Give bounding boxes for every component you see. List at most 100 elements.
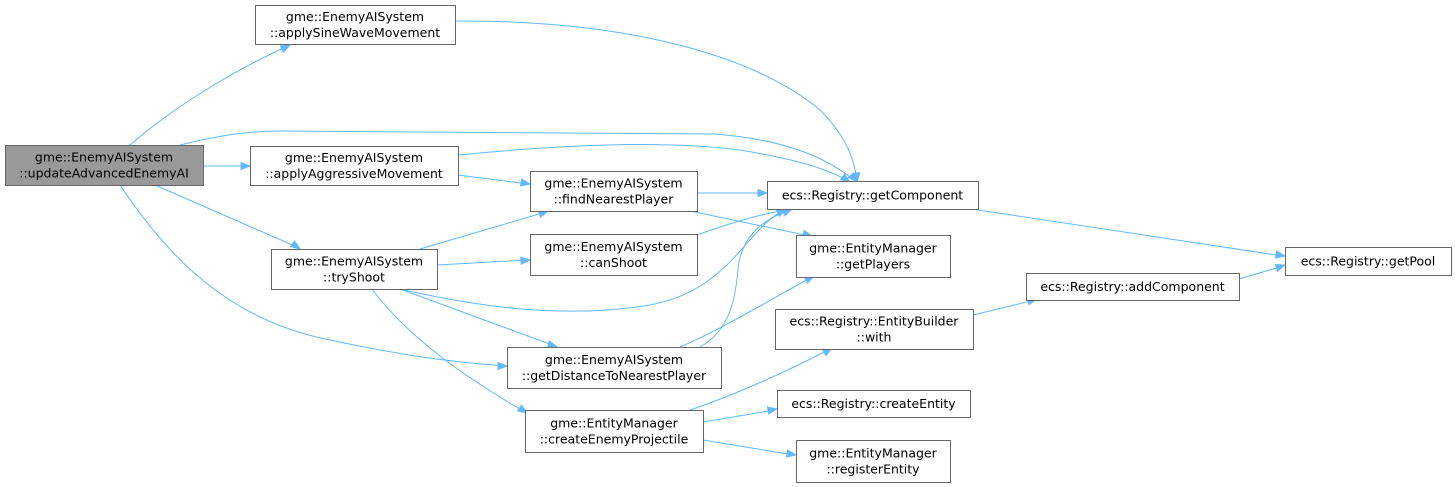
- edge-line: [154, 184, 298, 248]
- edge-tryShoot-to-findNearestPlayer: [419, 209, 550, 250]
- node-label-line: ::registerEntity: [826, 462, 920, 477]
- node-label-line: gme::EnemyAISystem: [544, 176, 682, 191]
- edge-canShoot-to-getComponent: [696, 207, 790, 236]
- node-tryShoot[interactable]: gme::EnemyAISystem::tryShoot: [271, 249, 438, 290]
- node-box: [1285, 247, 1452, 276]
- edge-line: [436, 259, 529, 266]
- node-label-line: ecs::Registry::createEntity: [791, 396, 956, 411]
- arrow-head-icon: [289, 240, 302, 250]
- edge-line: [689, 348, 831, 411]
- node-box: [775, 309, 974, 350]
- edge-applyAggressiveMovement-to-getComponent: [457, 144, 852, 183]
- edge-updateAdvancedEnemyAI-to-getDistanceToNearestPlayer: [119, 184, 509, 371]
- edge-createEnemyProjectile-to-registerEntity: [702, 439, 798, 458]
- node-createEnemyProjectile[interactable]: gme::EntityManager::createEnemyProjectil…: [525, 410, 704, 453]
- edge-line: [696, 209, 787, 236]
- node-label-line: gme::EnemyAISystem: [285, 254, 423, 269]
- edge-updateAdvancedEnemyAI-to-tryShoot: [154, 184, 302, 250]
- edge-line: [419, 211, 547, 250]
- node-box: [525, 410, 704, 453]
- edge-line: [399, 288, 556, 347]
- edge-line: [371, 288, 526, 413]
- arrow-head-icon: [519, 178, 532, 187]
- node-box: [250, 146, 459, 186]
- edge-createEnemyProjectile-to-createEntity: [702, 406, 779, 423]
- node-label-line: gme::EntityManager: [809, 241, 937, 256]
- node-box: [796, 235, 951, 278]
- arrow-head-icon: [781, 208, 794, 217]
- arrow-head-icon: [766, 406, 779, 415]
- node-box: [255, 5, 456, 45]
- edge-addComponent-to-getPool: [1238, 263, 1287, 280]
- arrow-head-icon: [279, 44, 292, 54]
- node-label-line: ::updateAdvancedEnemyAI: [19, 166, 189, 181]
- edge-line: [679, 276, 813, 348]
- node-label-line: ecs::Registry::getComponent: [782, 188, 963, 203]
- edge-line: [699, 209, 791, 348]
- edge-findNearestPlayer-to-getComponent: [697, 188, 769, 198]
- node-label-line: gme::EntityManager: [550, 416, 678, 431]
- node-box: [530, 171, 698, 212]
- edge-line: [702, 409, 776, 423]
- node-applyAggressiveMovement[interactable]: gme::EnemyAISystem::applyAggressiveMovem…: [250, 146, 459, 186]
- node-label-line: ::findNearestPlayer: [554, 192, 675, 207]
- arrow-head-icon: [852, 172, 861, 184]
- edge-line: [972, 299, 1036, 316]
- arrow-head-icon: [785, 449, 798, 458]
- arrow-head-icon: [497, 361, 509, 371]
- node-canShoot[interactable]: gme::EnemyAISystem::canShoot: [530, 234, 698, 276]
- node-getPool[interactable]: ecs::Registry::getPool: [1285, 247, 1452, 276]
- edge-line: [702, 439, 795, 456]
- node-registerEntity[interactable]: gme::EntityManager::registerEntity: [796, 440, 951, 483]
- edges: [119, 20, 1287, 458]
- edge-line: [454, 20, 858, 182]
- arrow-head-icon: [1274, 263, 1287, 273]
- node-label-line: gme::EnemyAISystem: [545, 352, 683, 367]
- node-label-line: gme::EntityManager: [809, 446, 937, 461]
- node-box: [5, 145, 204, 186]
- node-label-line: gme::EnemyAISystem: [544, 239, 682, 254]
- node-getPlayers[interactable]: gme::EntityManager::getPlayers: [796, 235, 951, 278]
- edge-line: [129, 44, 291, 146]
- edge-updateAdvancedEnemyAI-to-applySineWaveMovement: [129, 44, 292, 146]
- edge-line: [689, 210, 811, 237]
- node-label-line: ::getDistanceToNearestPlayer: [522, 368, 707, 383]
- node-findNearestPlayer[interactable]: gme::EnemyAISystem::findNearestPlayer: [530, 171, 698, 212]
- node-label-line: ecs::Registry::EntityBuilder: [790, 314, 960, 329]
- edge-line: [119, 184, 506, 367]
- nodes: gme::EnemyAISystem::updateAdvancedEnemyA…: [5, 5, 1452, 483]
- node-box: [507, 347, 722, 389]
- edge-tryShoot-to-createEnemyProjectile: [371, 288, 529, 414]
- edge-line: [977, 209, 1284, 257]
- node-label-line: ::with: [857, 330, 892, 345]
- node-updateAdvancedEnemyAI[interactable]: gme::EnemyAISystem::updateAdvancedEnemyA…: [5, 145, 204, 186]
- node-label-line: gme::EnemyAISystem: [35, 150, 173, 165]
- arrow-head-icon: [839, 173, 852, 183]
- edge-applySineWaveMovement-to-getComponent: [454, 20, 861, 184]
- node-label-line: ::applyAggressiveMovement: [265, 166, 443, 181]
- node-getDistanceToNearestPlayer[interactable]: gme::EnemyAISystem::getDistanceToNearest…: [507, 347, 722, 389]
- arrow-head-icon: [520, 256, 532, 265]
- node-addComponent[interactable]: ecs::Registry::addComponent: [1026, 273, 1240, 301]
- node-entityBuilderWith[interactable]: ecs::Registry::EntityBuilder::with: [775, 309, 974, 350]
- node-label-line: gme::EnemyAISystem: [286, 9, 424, 24]
- edge-line: [179, 130, 856, 182]
- node-label-line: ::createEnemyProjectile: [540, 432, 689, 447]
- edge-line: [457, 144, 849, 182]
- edge-findNearestPlayer-to-getPlayers: [689, 210, 814, 238]
- arrow-head-icon: [1274, 250, 1287, 259]
- node-box: [271, 249, 438, 290]
- node-label-line: ecs::Registry::addComponent: [1040, 279, 1224, 294]
- edge-tryShoot-to-getDistanceToNearestPlayer: [399, 288, 559, 349]
- edge-applyAggressiveMovement-to-findNearestPlayer: [457, 174, 532, 187]
- node-label-line: ::tryShoot: [323, 270, 385, 285]
- node-applySineWaveMovement[interactable]: gme::EnemyAISystem::applySineWaveMovemen…: [255, 5, 456, 45]
- node-label-line: ecs::Registry::getPool: [1301, 254, 1436, 269]
- arrow-head-icon: [240, 161, 252, 171]
- edge-updateAdvancedEnemyAI-to-applyAggressiveMovement: [203, 161, 252, 171]
- edge-line: [457, 174, 529, 185]
- node-label-line: ::getPlayers: [836, 257, 910, 272]
- edge-line: [399, 209, 785, 312]
- node-createEntity[interactable]: ecs::Registry::createEntity: [777, 390, 971, 418]
- node-getComponent[interactable]: ecs::Registry::getComponent: [767, 181, 979, 210]
